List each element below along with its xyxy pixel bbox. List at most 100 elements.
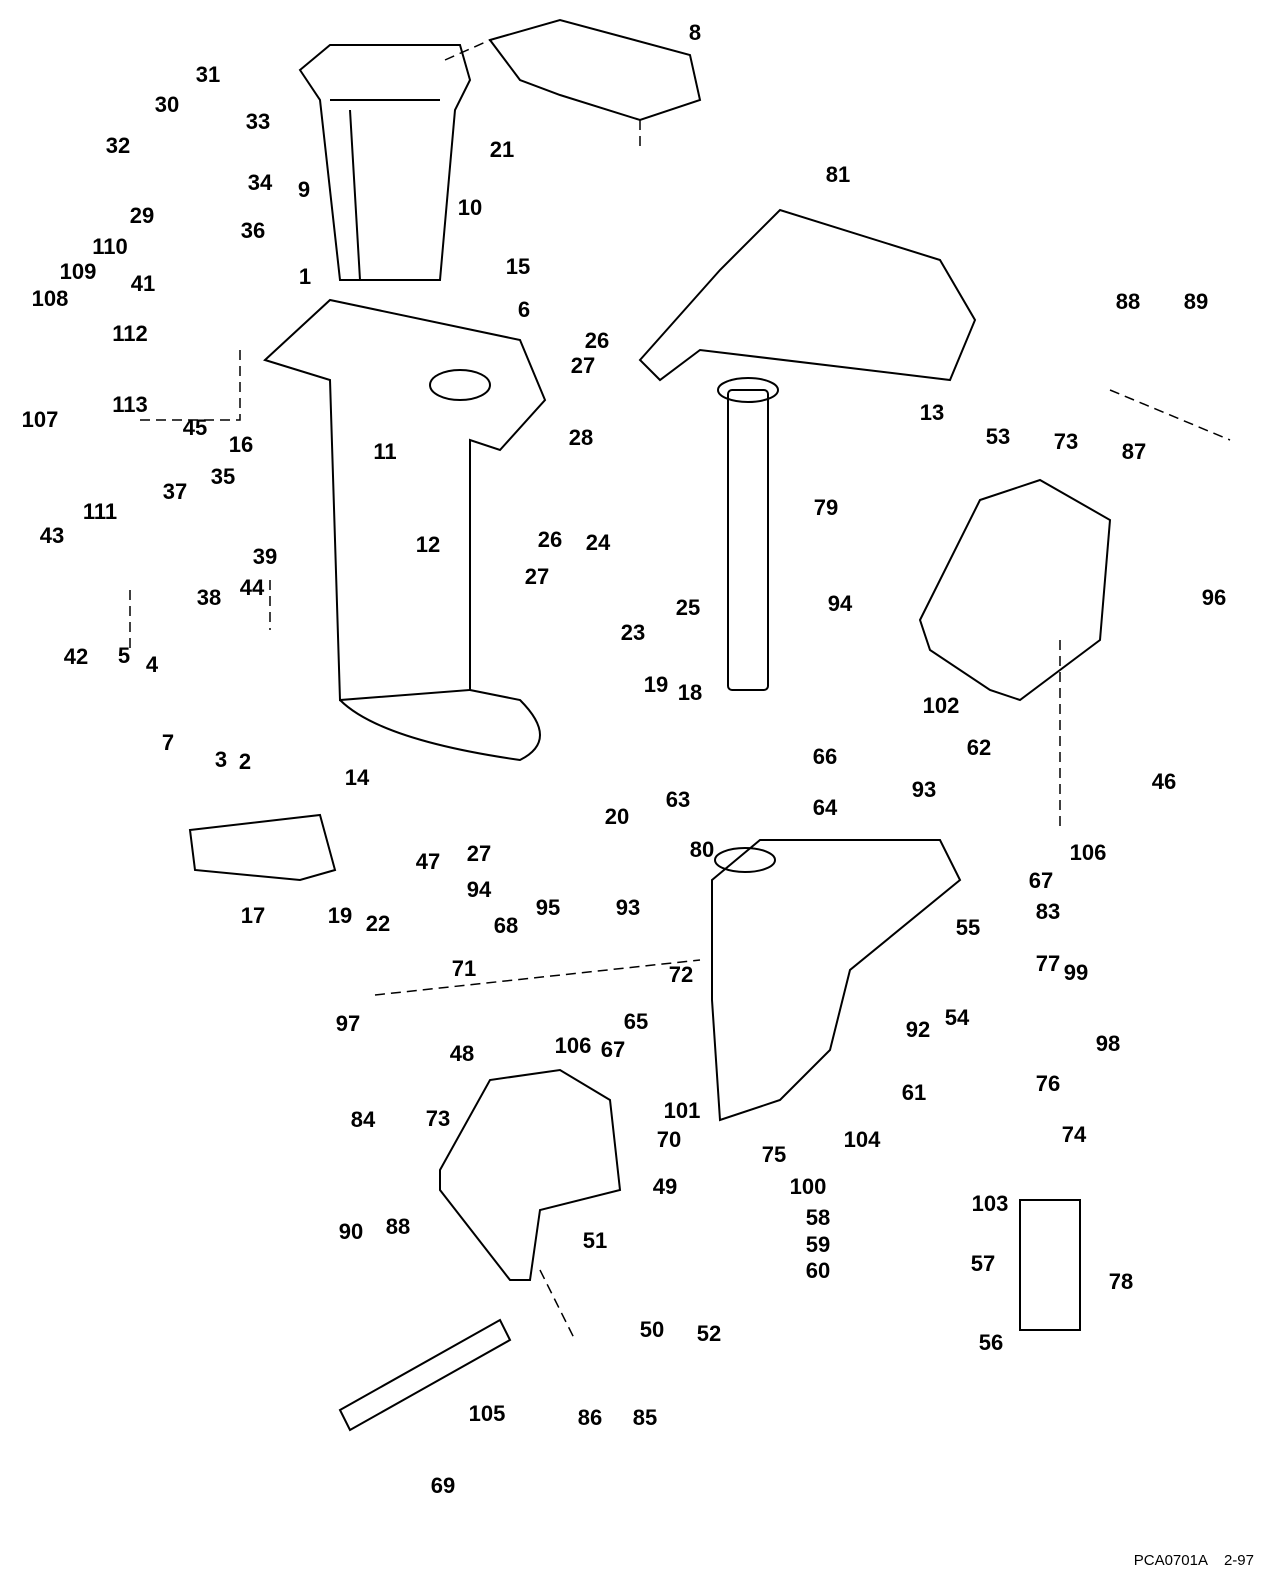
part-callout: 64 <box>812 795 838 820</box>
part-callout: 103 <box>971 1191 1009 1216</box>
part-callout: 66 <box>812 744 838 769</box>
part-callout: 6 <box>517 297 531 322</box>
part-callout: 67 <box>600 1037 626 1062</box>
part-callout: 106 <box>554 1033 592 1058</box>
part-callout: 51 <box>582 1228 608 1253</box>
part-callout: 61 <box>901 1080 927 1105</box>
transom-plate <box>338 1199 1081 1432</box>
part-callout: 21 <box>489 137 515 162</box>
part-callout: 28 <box>568 425 594 450</box>
part-callout: 26 <box>584 328 610 353</box>
part-callout: 74 <box>1061 1122 1087 1147</box>
part-callout: 1 <box>298 264 312 289</box>
part-callout: 27 <box>466 841 492 866</box>
part-callout: 30 <box>154 92 180 117</box>
part-callout: 19 <box>327 903 353 928</box>
part-callout: 4 <box>145 652 159 677</box>
part-callout: 73 <box>1053 429 1079 454</box>
part-callout: 47 <box>415 849 441 874</box>
part-callout: 25 <box>675 595 701 620</box>
part-callout: 54 <box>944 1005 970 1030</box>
part-callout: 105 <box>468 1401 506 1426</box>
part-callout: 53 <box>985 424 1011 449</box>
part-callout: 104 <box>843 1127 881 1152</box>
part-callout: 63 <box>665 787 691 812</box>
part-callout: 31 <box>195 62 221 87</box>
part-callout: 107 <box>21 407 59 432</box>
part-callout: 35 <box>210 464 236 489</box>
part-callout: 33 <box>245 109 271 134</box>
part-callout: 13 <box>919 400 945 425</box>
part-callout: 55 <box>955 915 981 940</box>
part-callout: 18 <box>677 680 703 705</box>
part-callout: 102 <box>922 693 960 718</box>
part-callout: 89 <box>1183 289 1209 314</box>
part-callout: 72 <box>668 962 694 987</box>
part-callout: 50 <box>639 1317 665 1342</box>
part-callout: 86 <box>577 1405 603 1430</box>
part-callout: 90 <box>338 1219 364 1244</box>
part-callout: 101 <box>663 1098 701 1123</box>
part-callout: 85 <box>632 1405 658 1430</box>
steering-arm <box>638 208 977 382</box>
part-callout: 69 <box>430 1473 456 1498</box>
part-callout: 93 <box>615 895 641 920</box>
part-callout: 24 <box>585 530 611 555</box>
clamp-bracket-right <box>918 478 1112 702</box>
part-callout: 12 <box>415 532 441 557</box>
part-callout: 3 <box>214 747 228 772</box>
part-callout: 87 <box>1121 439 1147 464</box>
swivel-bracket <box>711 839 962 1122</box>
part-callout: 71 <box>451 956 477 981</box>
part-callout: 109 <box>59 259 97 284</box>
part-callout: 94 <box>466 877 492 902</box>
part-callout: 20 <box>604 804 630 829</box>
figure-date: 2-97 <box>1223 1552 1254 1569</box>
part-callout: 49 <box>652 1174 678 1199</box>
part-callout: 73 <box>425 1106 451 1131</box>
part-callout: 27 <box>570 353 596 378</box>
part-callout: 37 <box>162 479 188 504</box>
part-callout: 44 <box>239 575 265 600</box>
part-callout: 14 <box>344 765 370 790</box>
part-callout: 46 <box>1151 769 1177 794</box>
part-callout: 36 <box>240 218 266 243</box>
part-callout: 10 <box>457 195 483 220</box>
part-callout: 59 <box>805 1232 831 1257</box>
part-callout: 83 <box>1035 899 1061 924</box>
part-callout: 29 <box>129 203 155 228</box>
part-callout: 2 <box>238 749 252 774</box>
part-callout: 8 <box>688 20 702 45</box>
lower-cover <box>188 813 337 882</box>
part-callout: 60 <box>805 1258 831 1283</box>
part-callout: 97 <box>335 1011 361 1036</box>
part-callout: 38 <box>196 585 222 610</box>
part-callout: 23 <box>620 620 646 645</box>
part-callout: 67 <box>1028 868 1054 893</box>
part-callout: 48 <box>449 1041 475 1066</box>
part-callout: 81 <box>825 162 851 187</box>
part-callout: 108 <box>31 286 69 311</box>
part-callout: 95 <box>535 895 561 920</box>
part-callout: 106 <box>1069 840 1107 865</box>
part-callout: 76 <box>1035 1071 1061 1096</box>
part-callout: 80 <box>689 837 715 862</box>
exhaust-tube <box>298 44 472 281</box>
part-callout: 9 <box>297 177 311 202</box>
part-callout: 84 <box>350 1107 376 1132</box>
part-callout: 7 <box>161 730 175 755</box>
gasket <box>488 18 702 122</box>
part-callout: 113 <box>112 392 148 417</box>
part-callout: 5 <box>117 643 131 668</box>
part-callout: 79 <box>813 495 839 520</box>
part-callout: 112 <box>112 321 148 346</box>
part-callout: 58 <box>805 1205 831 1230</box>
part-callout: 78 <box>1108 1269 1134 1294</box>
part-callout: 42 <box>63 644 89 669</box>
part-callout: 99 <box>1063 960 1089 985</box>
part-callout: 26 <box>537 527 563 552</box>
part-callout: 68 <box>493 913 519 938</box>
part-callout: 52 <box>696 1321 722 1346</box>
part-callout: 96 <box>1201 585 1227 610</box>
